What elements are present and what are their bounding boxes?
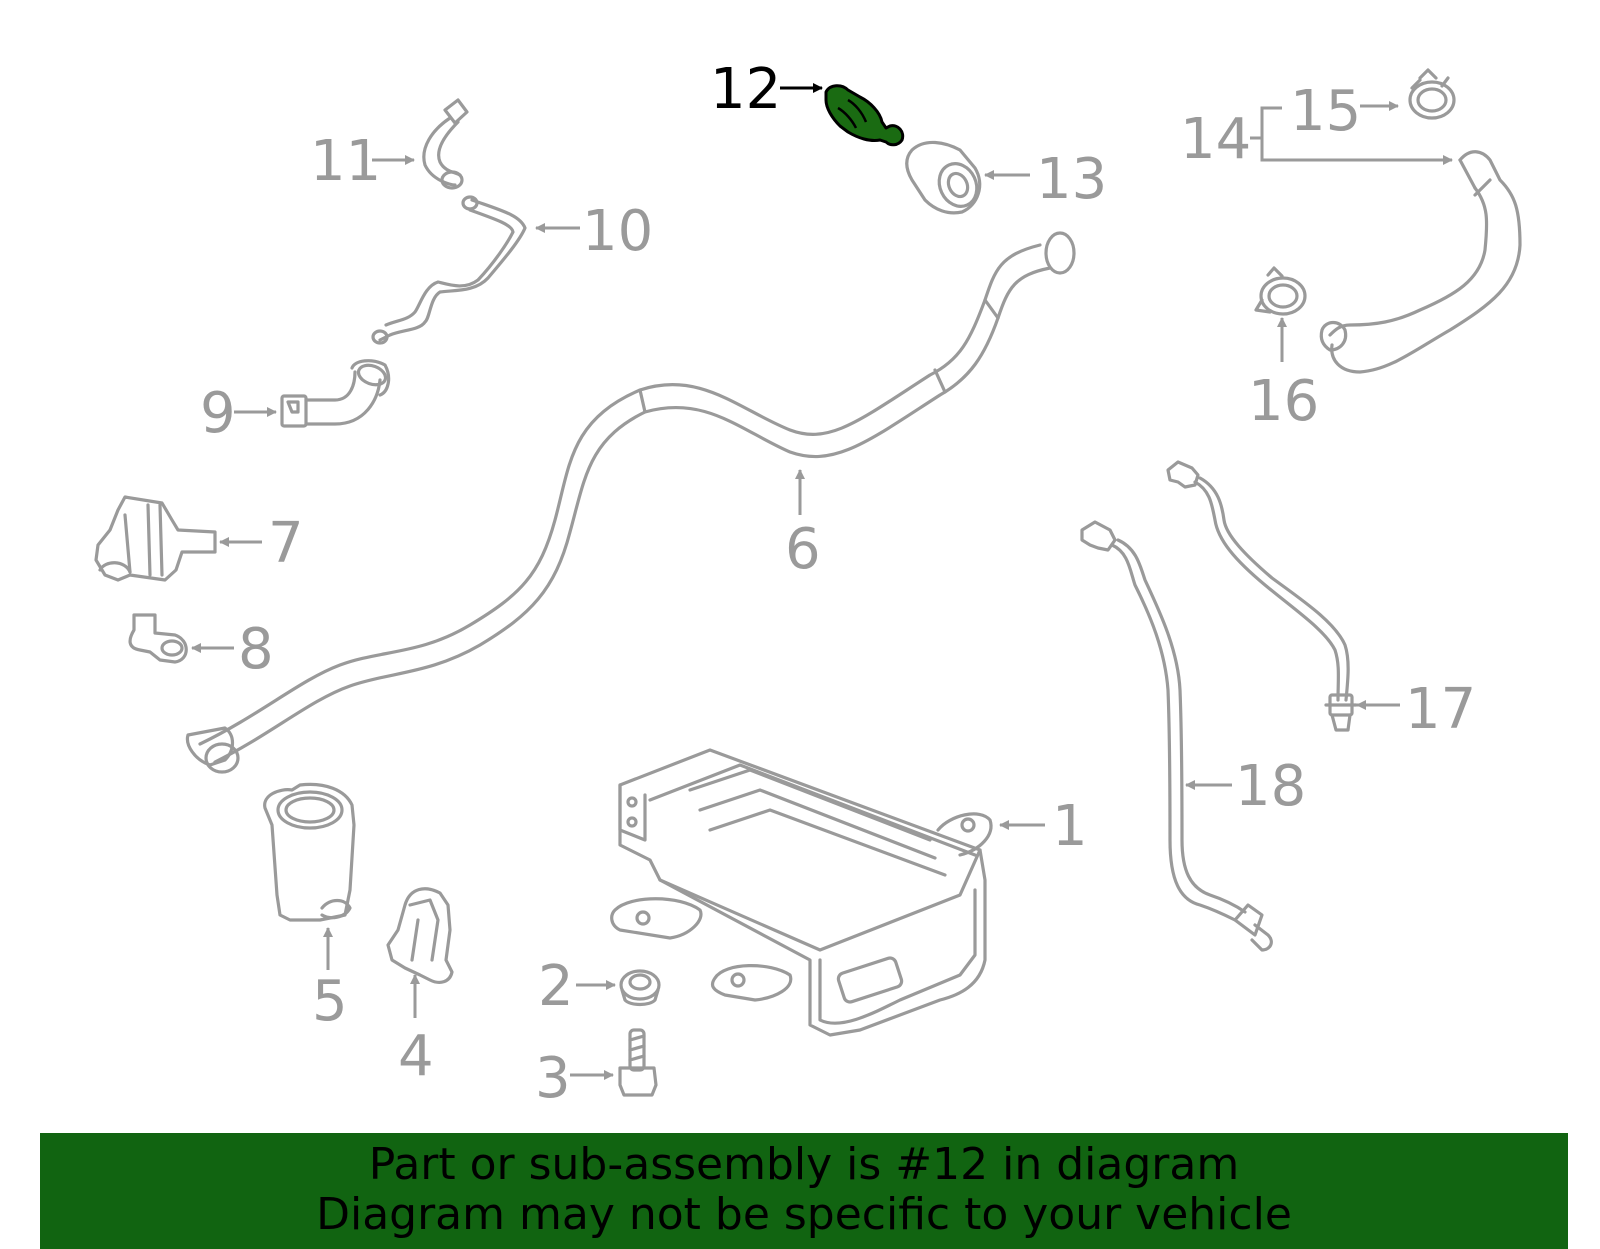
part-13-filter bbox=[905, 140, 982, 215]
callout-16: 16 bbox=[1248, 369, 1319, 434]
callout-5: 5 bbox=[312, 969, 348, 1034]
part-16-clamp bbox=[1254, 266, 1307, 316]
callout-6: 6 bbox=[785, 517, 821, 582]
part-1-canister bbox=[610, 748, 993, 1037]
part-11-hose bbox=[422, 98, 469, 190]
callout-3: 3 bbox=[535, 1046, 571, 1111]
part-6-hose bbox=[185, 231, 1076, 774]
callout-1: 1 bbox=[1052, 794, 1088, 859]
part-7-solenoid bbox=[94, 495, 217, 582]
callout-18: 18 bbox=[1235, 754, 1306, 819]
part-12-check-valve bbox=[824, 84, 905, 147]
info-banner: Part or sub-assembly is #12 in diagram D… bbox=[40, 1133, 1568, 1249]
part-10-hose bbox=[371, 195, 527, 345]
banner-line-1: Part or sub-assembly is #12 in diagram bbox=[368, 1139, 1240, 1190]
part-2-grommet bbox=[619, 969, 661, 1007]
callout-labels: 1 2 3 4 5 6 7 8 9 10 11 12 13 14 15 16 1… bbox=[200, 57, 1476, 1111]
callout-4: 4 bbox=[398, 1024, 434, 1089]
part-9-hose bbox=[280, 359, 391, 428]
part-5-valve bbox=[263, 782, 356, 922]
callout-arrows bbox=[191, 83, 1452, 1080]
callout-15: 15 bbox=[1290, 79, 1361, 144]
callout-8: 8 bbox=[238, 617, 274, 682]
callout-11: 11 bbox=[310, 129, 381, 194]
part-3-bolt bbox=[618, 1028, 658, 1097]
banner-line-2: Diagram may not be specific to your vehi… bbox=[316, 1189, 1292, 1240]
callout-2: 2 bbox=[538, 954, 574, 1019]
part-18-o2-sensor bbox=[1080, 520, 1273, 952]
part-8-clip bbox=[128, 613, 188, 664]
part-17-o2-sensor bbox=[1166, 460, 1358, 732]
callout-12: 12 bbox=[710, 57, 781, 122]
part-15-clamp bbox=[1408, 68, 1456, 120]
part-14-hose bbox=[1319, 150, 1522, 374]
callout-13: 13 bbox=[1036, 147, 1107, 212]
callout-7: 7 bbox=[268, 511, 304, 576]
callout-17: 17 bbox=[1405, 677, 1476, 742]
callout-9: 9 bbox=[200, 381, 236, 446]
callout-10: 10 bbox=[582, 199, 653, 264]
part-4-bracket bbox=[386, 887, 454, 984]
callout-14: 14 bbox=[1180, 107, 1251, 172]
